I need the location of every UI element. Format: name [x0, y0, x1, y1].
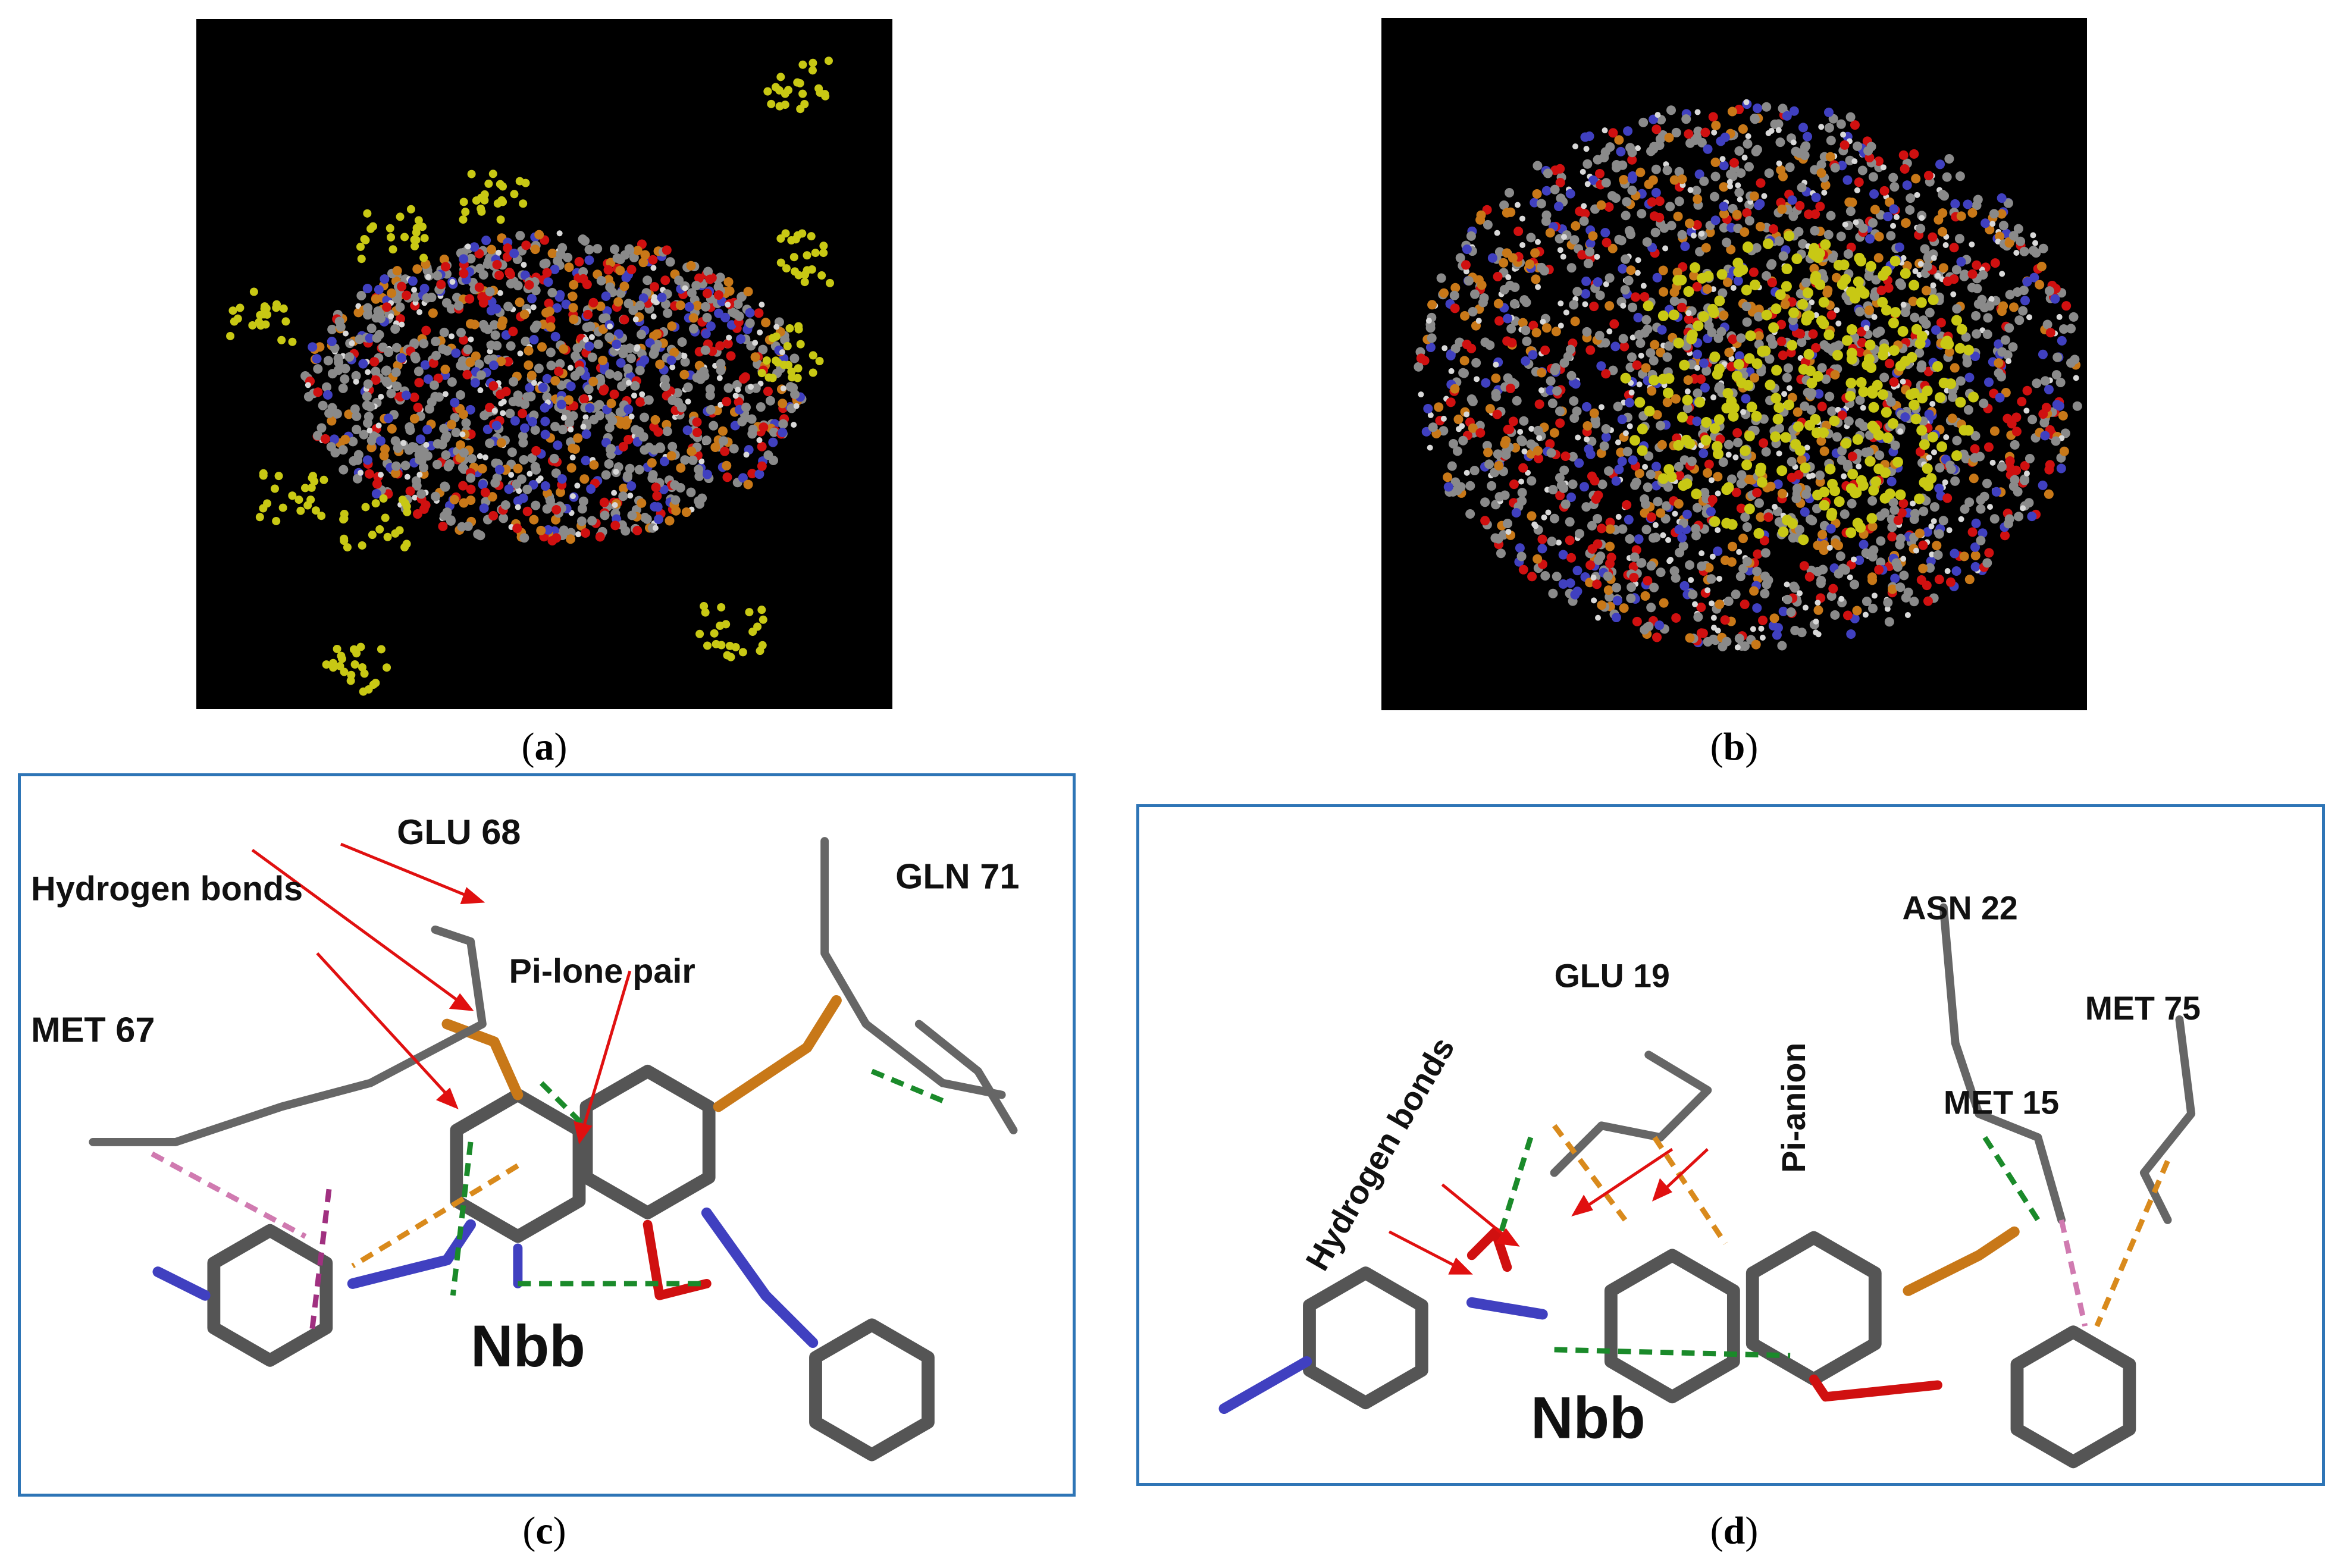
hbond-line	[539, 1081, 591, 1133]
caption-d: (d)	[1710, 1509, 1759, 1553]
pi-line	[308, 1188, 332, 1337]
residue-label: GLU 68	[397, 812, 521, 852]
hbond-line	[450, 1141, 474, 1296]
residue-label: MET 15	[1944, 1084, 2059, 1121]
annotation-label: Hydrogen bonds	[31, 870, 303, 908]
annotation-arrows-d	[1388, 1147, 1709, 1275]
caption-b: (b)	[1710, 725, 1759, 769]
molecular-render-b	[1414, 99, 2082, 652]
annotation-arrows-c	[251, 842, 632, 1144]
pi-line	[1652, 1136, 1728, 1246]
pi-line	[351, 1163, 519, 1268]
ligand-label: Nbb	[471, 1313, 585, 1379]
residue-label: MET 67	[31, 1009, 155, 1049]
pi-line	[151, 1151, 307, 1239]
molecular-render-a	[226, 57, 834, 696]
hbond-line	[1554, 1347, 1791, 1359]
annotation-label: Pi-lone pair	[509, 952, 695, 990]
caption-c: (c)	[522, 1509, 566, 1553]
residue-label: GLU 19	[1555, 957, 1670, 994]
panel-d-frame: ASN 22 GLU 19 MET 75 MET 15 Hydrogen bon…	[1136, 804, 2325, 1486]
residue-label: ASN 22	[1902, 889, 2017, 926]
interaction-diagram-c: GLU 68 GLN 71 MET 67 Hydrogen bonds Pi-l…	[31, 812, 1019, 1462]
ligand-label: Nbb	[1531, 1385, 1646, 1451]
panel-a-image	[196, 19, 892, 709]
interaction-lines-d	[1499, 1124, 2170, 1359]
annotation-label: Hydrogen bonds	[1299, 1031, 1462, 1277]
hbond-line	[1982, 1136, 2041, 1222]
interaction-diagram-d: ASN 22 GLU 19 MET 75 MET 15 Hydrogen bon…	[1218, 889, 2201, 1469]
interaction-lines-c	[151, 1068, 944, 1337]
ligand-stick-model-d	[1218, 903, 2196, 1469]
panel-c-frame: GLU 68 GLN 71 MET 67 Hydrogen bonds Pi-l…	[18, 773, 1076, 1497]
pi-line	[2094, 1160, 2170, 1328]
hbond-line	[870, 1068, 944, 1103]
panel-b-image	[1381, 18, 2087, 710]
residue-label: MET 75	[2085, 990, 2201, 1027]
pi-line	[2058, 1219, 2088, 1327]
annotation-label: Pi-anion	[1775, 1043, 1812, 1173]
residue-label: GLN 71	[895, 856, 1019, 896]
hbond-line	[1499, 1136, 1534, 1233]
caption-a: (a)	[521, 725, 568, 769]
